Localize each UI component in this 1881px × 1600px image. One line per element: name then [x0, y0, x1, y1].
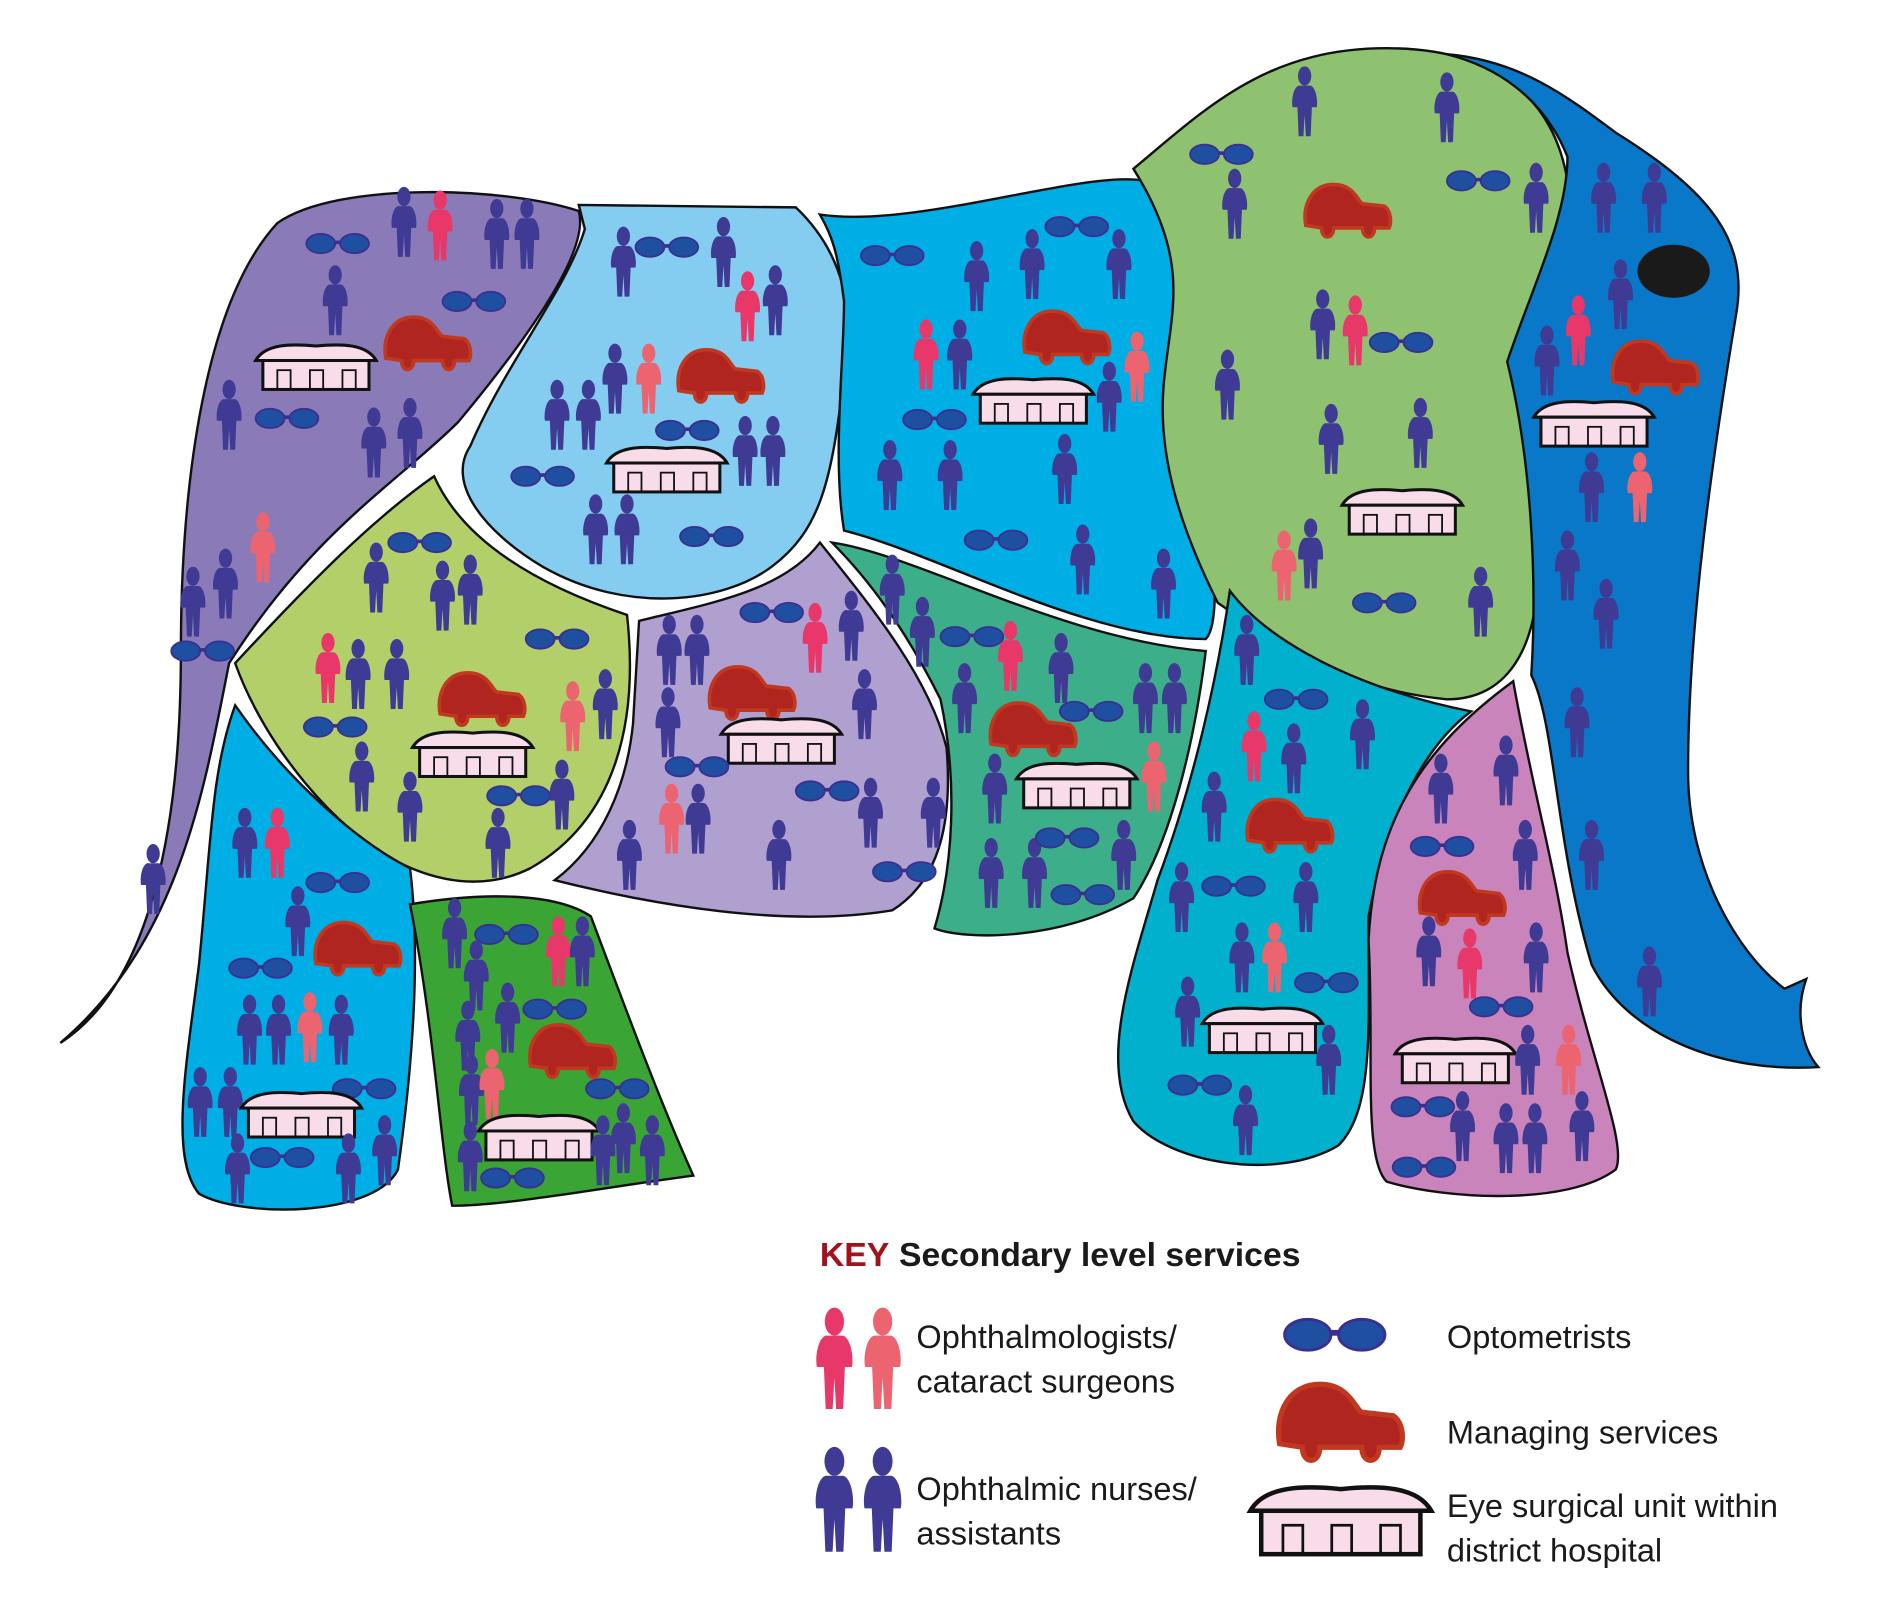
- hospital-icon: [719, 717, 844, 765]
- legend-optometrists: Optometrists: [1447, 1319, 1631, 1355]
- legend-hospital-icon: [1250, 1487, 1431, 1554]
- legend-ophthalmologist-icon: [816, 1307, 901, 1410]
- hospital-icon: [477, 1113, 601, 1162]
- key-heading: KEY Secondary level services: [820, 1236, 1301, 1274]
- legend-glasses-icon: [1285, 1319, 1385, 1350]
- key-title: Secondary level services: [899, 1236, 1301, 1274]
- hospital-icon: [1532, 400, 1656, 448]
- hospital-icon: [1340, 488, 1465, 536]
- legend-nurse-line2: assistants: [916, 1516, 1061, 1552]
- elephant-eye: [1637, 244, 1710, 298]
- legend-car-icon: [1279, 1384, 1403, 1460]
- hospital-icon: [1393, 1036, 1518, 1085]
- legend-managing-services: Managing services: [1447, 1414, 1718, 1450]
- legend-ophthalmologist-line1: Ophthalmologists/: [916, 1319, 1177, 1355]
- region-trunk-blue: [1446, 53, 1821, 1069]
- hospital-icon: [1014, 761, 1139, 810]
- hospital-icon: [605, 445, 729, 494]
- legend-ophthalmologist-line2: cataract surgeons: [916, 1364, 1175, 1400]
- hospital-icon: [971, 377, 1096, 425]
- key-word: KEY: [820, 1236, 889, 1274]
- key-legend: KEY Secondary level services Ophthalmolog…: [815, 1236, 1778, 1568]
- legend-hospital-line1: Eye surgical unit within: [1447, 1488, 1778, 1524]
- legend-nurse-icon: [815, 1446, 902, 1552]
- hospital-icon: [410, 730, 535, 778]
- hospital-icon: [1200, 1006, 1325, 1055]
- hospital-icon: [254, 343, 378, 391]
- region-ear-trunk-left: [59, 190, 582, 1044]
- legend-nurse-line1: Ophthalmic nurses/: [916, 1471, 1197, 1507]
- legend-hospital-line2: district hospital: [1447, 1532, 1662, 1568]
- hospital-icon: [239, 1090, 364, 1139]
- elephant-regions: [59, 47, 1821, 1211]
